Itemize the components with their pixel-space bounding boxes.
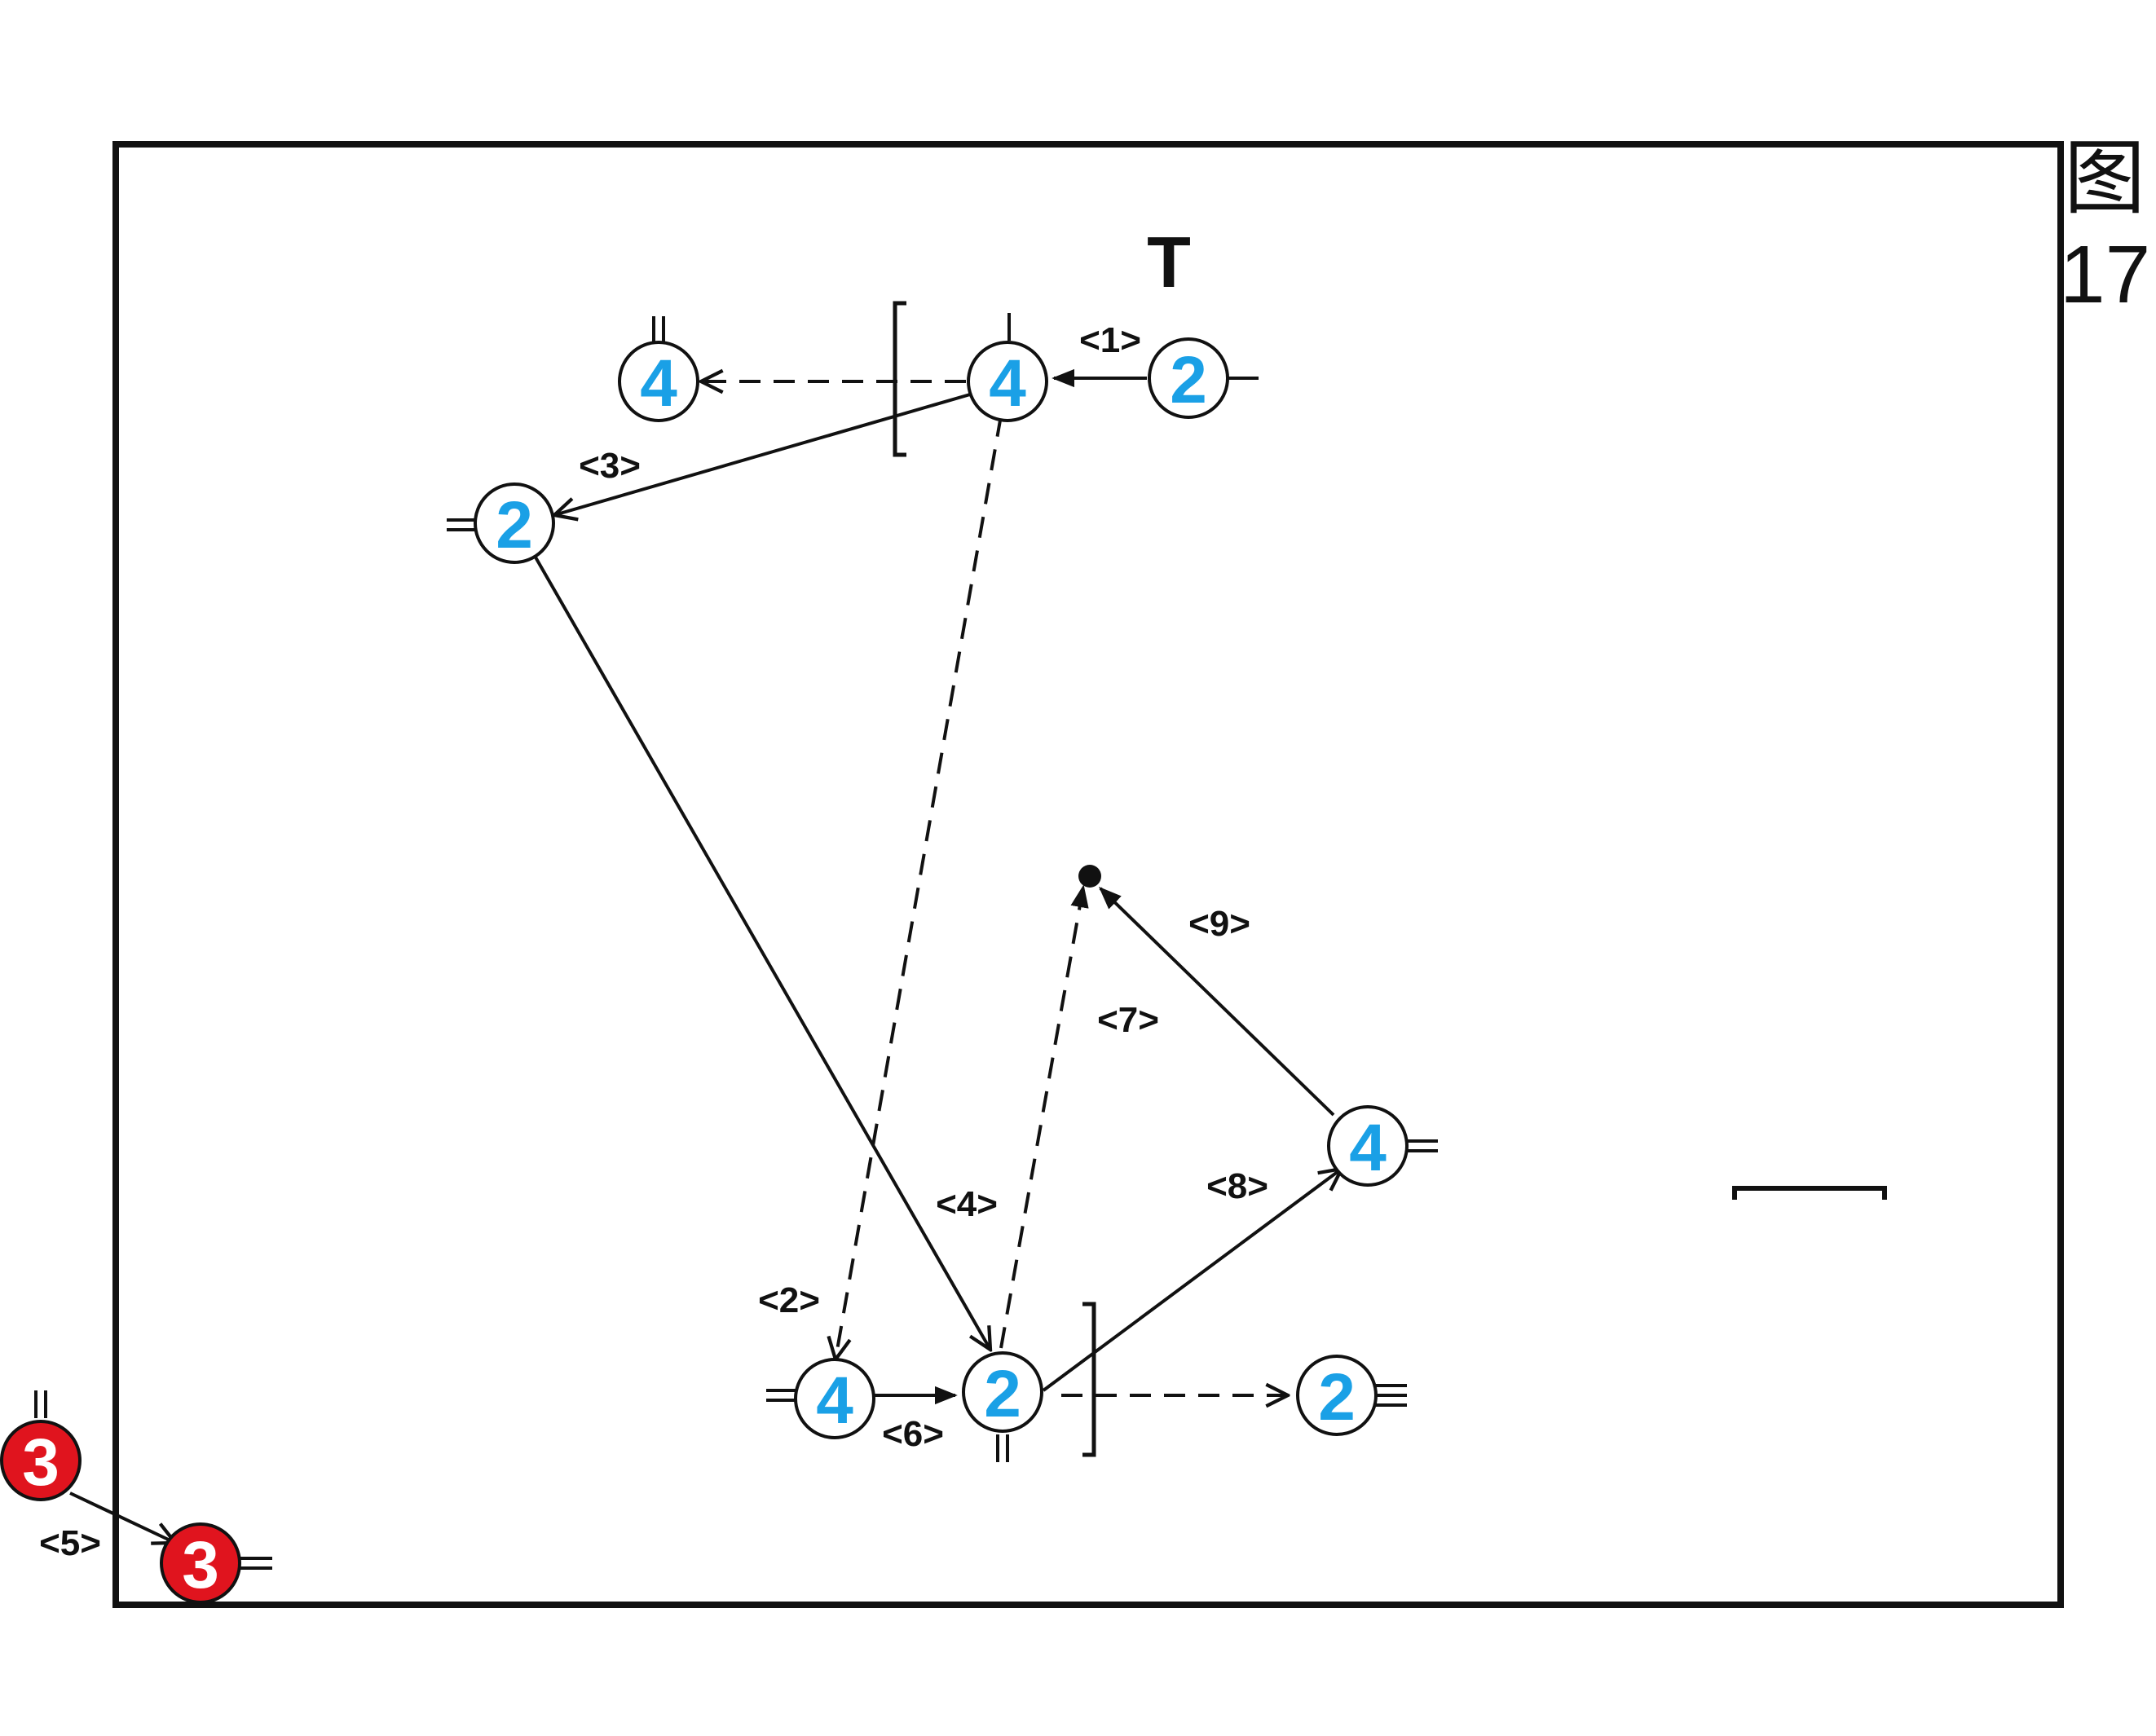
step-label-9: <9> — [1188, 904, 1250, 944]
step-label-1: <1> — [1079, 320, 1141, 360]
step-label-5: <5> — [39, 1523, 101, 1563]
svg-text:4: 4 — [989, 346, 1026, 421]
bracket-icon — [893, 301, 906, 457]
pass-line-8 — [1042, 1169, 1342, 1392]
step-label-4: <4> — [936, 1184, 998, 1224]
player-4-right: 4 — [1327, 1105, 1409, 1187]
pass-line-3 — [554, 393, 971, 515]
svg-text:3: 3 — [182, 1528, 219, 1602]
run-line-5 — [69, 1491, 175, 1543]
svg-text:2: 2 — [496, 488, 533, 562]
step-label-2: <2> — [758, 1280, 820, 1320]
svg-text:2: 2 — [1318, 1360, 1356, 1434]
player-2-bottom-right: 2 — [1296, 1355, 1378, 1436]
goal-icon — [1732, 1186, 1887, 1200]
figure-number: 17 — [2060, 229, 2151, 320]
step-label-7: <7> — [1097, 1000, 1159, 1040]
svg-text:2: 2 — [1170, 343, 1207, 417]
ball-dot-icon — [1078, 865, 1101, 888]
player-4-top: 4 — [967, 341, 1048, 422]
player-3-corner: 3 — [160, 1522, 241, 1604]
svg-text:2: 2 — [984, 1357, 1021, 1431]
player-2-left: 2 — [474, 482, 555, 564]
player-4-bottom: 4 — [794, 1358, 875, 1439]
step-label-3: <3> — [579, 446, 641, 486]
run-line-2 — [836, 415, 1003, 1359]
marker-t: T — [1147, 222, 1191, 302]
step-label-8: <8> — [1206, 1166, 1268, 1206]
player-4-left: 4 — [618, 341, 699, 422]
figure-title: 图 17 — [2060, 130, 2151, 323]
player-2-bottom: 2 — [962, 1351, 1043, 1433]
player-2-top: 2 — [1148, 337, 1229, 419]
shot-line-7 — [999, 884, 1089, 1349]
svg-text:4: 4 — [1349, 1111, 1387, 1185]
pass-line-4 — [533, 555, 990, 1350]
player-3-outside: 3 — [0, 1420, 82, 1501]
step-label-6: <6> — [882, 1414, 944, 1454]
shot-line-9 — [1098, 887, 1335, 1117]
svg-text:4: 4 — [640, 346, 677, 421]
bracket-icon — [1082, 1302, 1096, 1457]
figure-char: 图 — [2064, 130, 2145, 226]
svg-text:3: 3 — [22, 1425, 60, 1500]
field-border — [112, 141, 2064, 1608]
svg-text:4: 4 — [816, 1364, 853, 1438]
